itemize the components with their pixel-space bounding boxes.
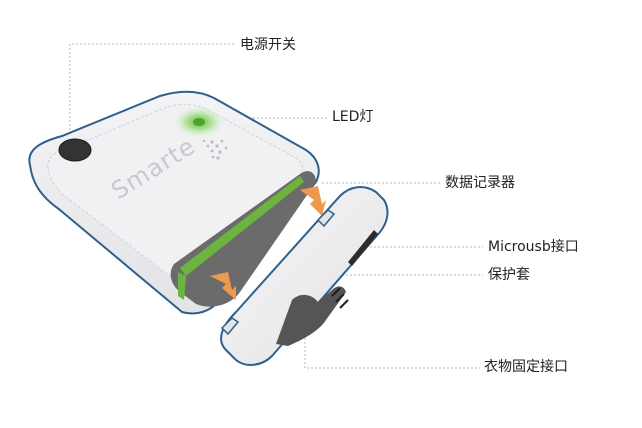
label-protective-case: 保护套 (488, 267, 530, 283)
clothing-mount-ridges (331, 287, 349, 309)
label-power-switch: 电源开关 (240, 37, 296, 53)
case-shell (220, 186, 389, 366)
micro-usb-port (348, 230, 378, 266)
protective-case (220, 186, 389, 366)
insert-arrows (210, 186, 326, 300)
label-micro-usb: Microusb接口 (488, 239, 579, 255)
case-tab-top (316, 209, 336, 228)
clothing-mount-cutout (276, 286, 346, 346)
data-slot-green-2 (178, 272, 186, 300)
power-switch-button (58, 138, 92, 162)
label-clothing-mount: 衣物固定接口 (484, 359, 568, 375)
arrow-lower (210, 272, 236, 300)
leader-power-switch (69, 43, 236, 150)
data-slot-green (180, 176, 304, 276)
led-dot (193, 118, 205, 126)
label-led-light: LED灯 (332, 109, 374, 125)
label-data-logger: 数据记录器 (445, 175, 515, 191)
case-tab-bottom (220, 317, 240, 336)
arrow-upper (300, 186, 326, 216)
logo-dots (202, 139, 228, 160)
data-slot-recess (170, 171, 316, 307)
data-logger-device: Smarte (28, 90, 320, 315)
leader-clothing-mount (304, 310, 480, 369)
